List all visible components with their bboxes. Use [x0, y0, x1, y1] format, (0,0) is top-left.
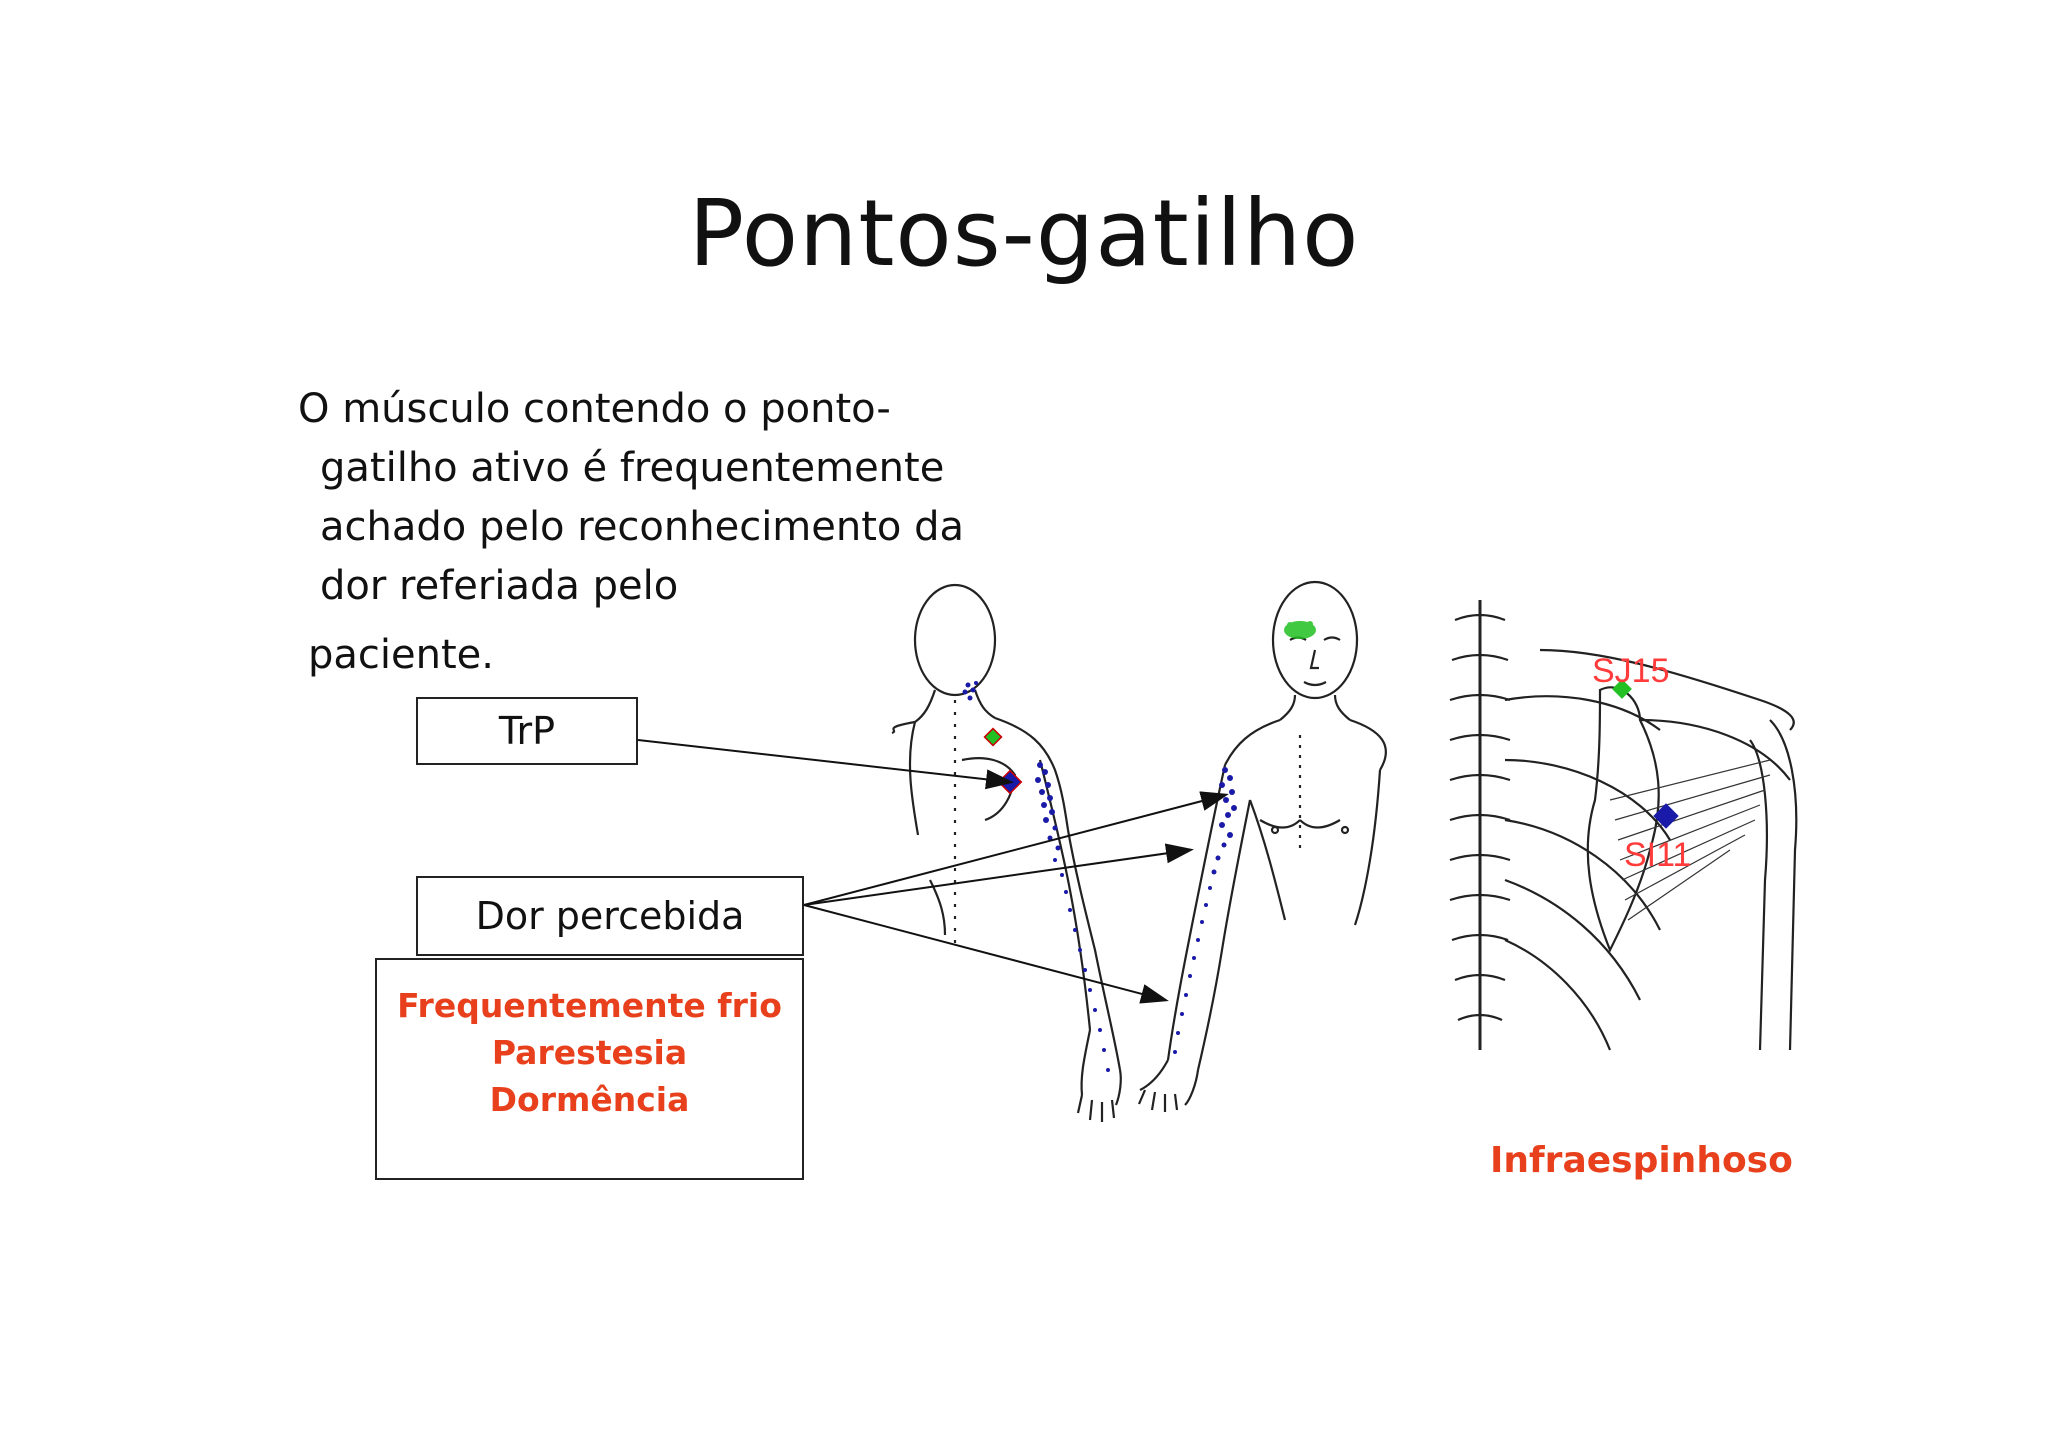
- pain-arrow-arm: [803, 843, 1194, 906]
- paragraph-line: achado pelo reconhecimento da: [320, 504, 965, 550]
- paragraph-line: O músculo contendo o ponto-: [298, 386, 891, 432]
- pain-arrow-forearm: [803, 904, 1169, 1004]
- symptom-item: Dormência: [489, 1080, 690, 1119]
- point-label-sj15: SJ15: [1592, 652, 1670, 690]
- pain-arrow-shoulder: [803, 791, 1229, 906]
- referred-pain-dots-front: [1173, 767, 1237, 1054]
- acupoint-marker: [1612, 679, 1632, 699]
- point-label-si11: SI11: [1624, 836, 1691, 874]
- slide-title: Pontos-gatilho: [688, 180, 1360, 287]
- infraspinatus-muscle-fibers: [1609, 759, 1771, 921]
- trp-label-box: TrP: [416, 697, 638, 765]
- forehead-referral-area: [1284, 621, 1316, 639]
- description-paragraph: O músculo contendo o ponto- gatilho ativ…: [298, 380, 998, 685]
- front-view-figure: [1137, 580, 1387, 1112]
- paragraph-line: dor referiada pelo: [320, 563, 679, 609]
- paragraph-line: gatilho ativo é frequentemente: [320, 445, 945, 491]
- referred-pain-dots-back: [962, 681, 1110, 1072]
- shoulder-skeleton-figure: [1449, 600, 1798, 1051]
- back-view-figure: [891, 583, 1122, 1122]
- symptom-item: Parestesia: [491, 1033, 688, 1072]
- perceived-pain-box: Dor percebida: [416, 876, 804, 956]
- muscle-caption: Infraespinhoso: [1490, 1140, 1793, 1181]
- paragraph-line: paciente.: [308, 632, 494, 678]
- perceived-pain-label: Dor percebida: [475, 894, 745, 938]
- trp-label: TrP: [498, 709, 556, 753]
- symptom-item: Frequentemente frio: [397, 986, 782, 1025]
- symptoms-box: Frequentemente frio Parestesia Dormência: [375, 958, 804, 1180]
- acupoint-marker: [983, 727, 1003, 747]
- trp-arrow: [637, 739, 1014, 790]
